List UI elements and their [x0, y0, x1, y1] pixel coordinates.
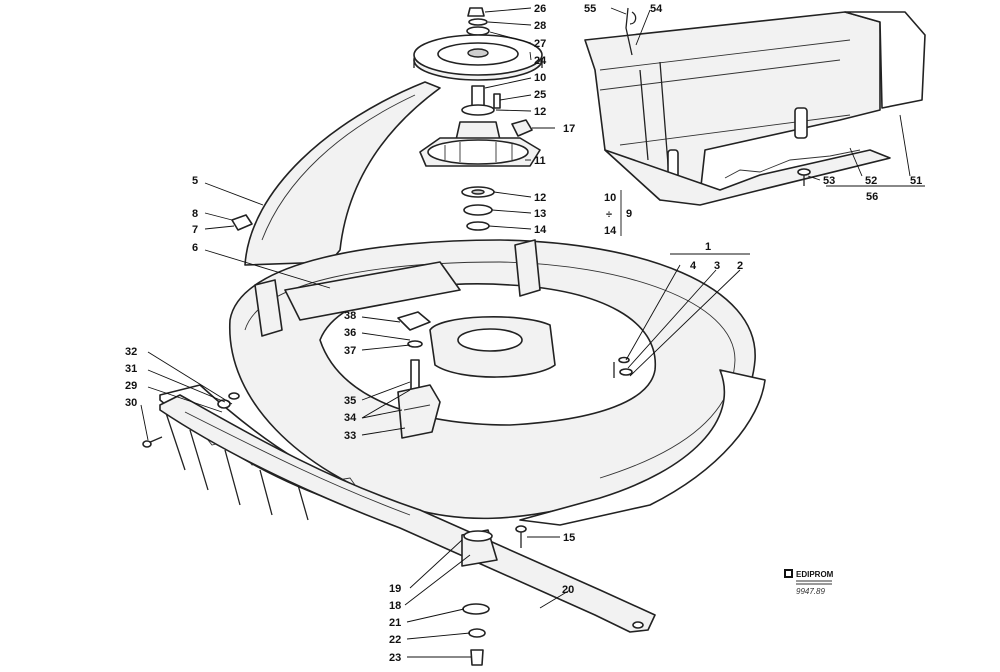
part-label: 2	[737, 260, 743, 272]
range-divider: ÷	[606, 209, 612, 221]
part-label: 24	[534, 55, 547, 67]
part-label: 18	[389, 600, 401, 612]
part-label: 28	[534, 20, 546, 32]
part-label: 3	[714, 260, 720, 272]
range-group: 10 ÷ 14 9	[604, 190, 632, 237]
blade-hub	[461, 529, 498, 567]
part-label: 54	[650, 3, 663, 15]
cutter-blade	[159, 394, 656, 633]
part-label: 36	[344, 327, 356, 339]
part-label: 21	[389, 617, 401, 629]
deck-bolts-right	[613, 356, 633, 378]
part-label: 31	[125, 363, 137, 375]
part-label: 4	[690, 260, 697, 272]
part-label: 26	[534, 3, 546, 15]
part-label: 6	[192, 242, 198, 254]
blade-washers	[462, 603, 490, 666]
part-label: 27	[534, 38, 546, 50]
part-label: 33	[344, 430, 356, 442]
part-label: 17	[563, 123, 575, 135]
part-label: 20	[562, 584, 574, 596]
retaining-pin	[625, 7, 637, 56]
part-label: 56	[866, 191, 878, 203]
part-label: 1	[705, 241, 711, 253]
rear-fasteners	[142, 392, 240, 448]
drawing-code: 9947.89	[796, 587, 825, 596]
deflector-guard	[244, 81, 446, 267]
part-label: 12	[534, 106, 546, 118]
part-label: 25	[534, 89, 546, 101]
part-label: 22	[389, 634, 401, 646]
pulley-assembly	[413, 7, 543, 231]
part-label: 37	[344, 345, 356, 357]
part-label: 19	[389, 583, 401, 595]
part-label: 32	[125, 346, 137, 358]
part-label: 35	[344, 395, 356, 407]
hub-bolt	[515, 525, 527, 548]
part-label: 11	[534, 155, 546, 167]
range-from: 10	[604, 192, 616, 204]
part-label: 29	[125, 380, 137, 392]
part-label: 51	[910, 175, 922, 187]
cutter-deck	[159, 239, 766, 526]
range-to: 14	[604, 225, 617, 237]
discharge-chute	[584, 11, 926, 206]
part-label: 10	[534, 72, 546, 84]
part-label: 15	[563, 532, 575, 544]
part-label: 14	[534, 224, 547, 236]
part-label: 30	[125, 397, 137, 409]
logo-brand: EDIPROM	[796, 570, 834, 579]
part-label: 12	[534, 192, 546, 204]
part-label: 52	[865, 175, 877, 187]
deflector-nut	[231, 214, 253, 231]
part-label: 34	[344, 412, 357, 424]
part-label: 13	[534, 208, 546, 220]
part-label: 53	[823, 175, 835, 187]
chute-screw	[797, 168, 811, 186]
leader-lines	[140, 7, 925, 658]
part-label: 5	[192, 175, 198, 187]
range-ref: 9	[626, 208, 632, 220]
part-label: 7	[192, 224, 198, 236]
pivot-bracket	[397, 311, 441, 439]
part-label: 38	[344, 310, 356, 322]
part-label: 55	[584, 3, 596, 15]
part-label: 8	[192, 208, 198, 220]
ediprom-logo: EDIPROM 9947.89	[784, 569, 834, 596]
part-label: 23	[389, 652, 401, 664]
